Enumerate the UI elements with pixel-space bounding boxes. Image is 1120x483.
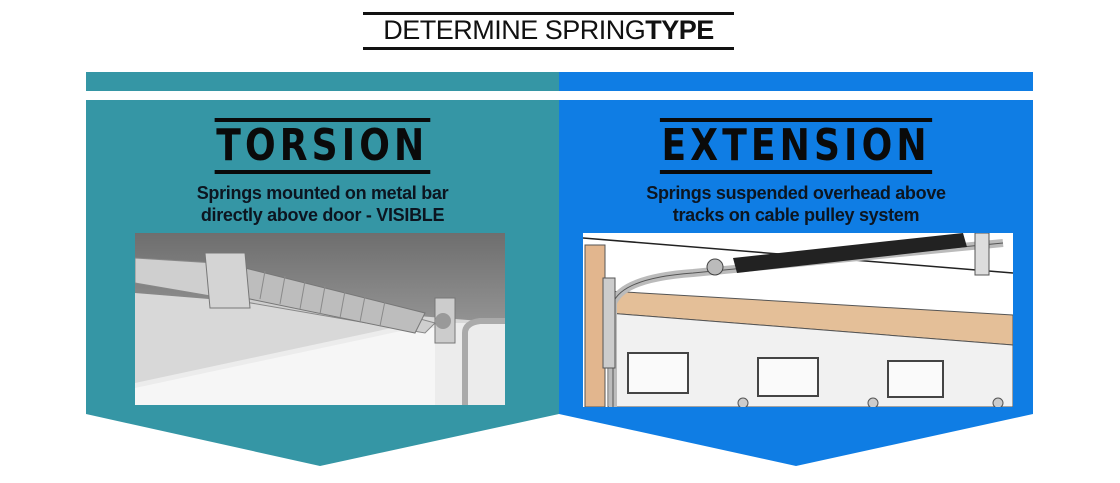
- extension-heading-text: EXTENSION: [659, 118, 933, 174]
- torsion-panel: TORSION Springs mounted on metal bar dir…: [86, 100, 559, 467]
- torsion-heading-text: TORSION: [214, 118, 431, 174]
- extension-top-band: [559, 72, 1033, 91]
- extension-heading: EXTENSION: [559, 118, 1033, 174]
- torsion-top-band: [86, 72, 559, 91]
- extension-desc-line2: tracks on cable pulley system: [672, 205, 920, 225]
- extension-panel: EXTENSION Springs suspended overhead abo…: [559, 100, 1033, 467]
- extension-description: Springs suspended overhead above tracks …: [559, 182, 1033, 226]
- page-title: DETERMINE SPRINGTYPE: [363, 12, 734, 50]
- torsion-desc-line1: Springs mounted on metal bar: [196, 183, 449, 203]
- torsion-spring-illustration: [135, 233, 505, 405]
- torsion-desc-line2: directly above door -: [200, 205, 377, 225]
- title-bold: TYPE: [645, 15, 714, 45]
- title-light: DETERMINE SPRING: [383, 15, 646, 45]
- torsion-visible-label: VISIBLE: [376, 205, 445, 225]
- torsion-heading: TORSION: [86, 118, 559, 174]
- extension-spring-illustration: [583, 233, 1013, 407]
- extension-desc-line1: Springs suspended overhead above: [646, 183, 946, 203]
- torsion-description: Springs mounted on metal bar directly ab…: [86, 182, 559, 226]
